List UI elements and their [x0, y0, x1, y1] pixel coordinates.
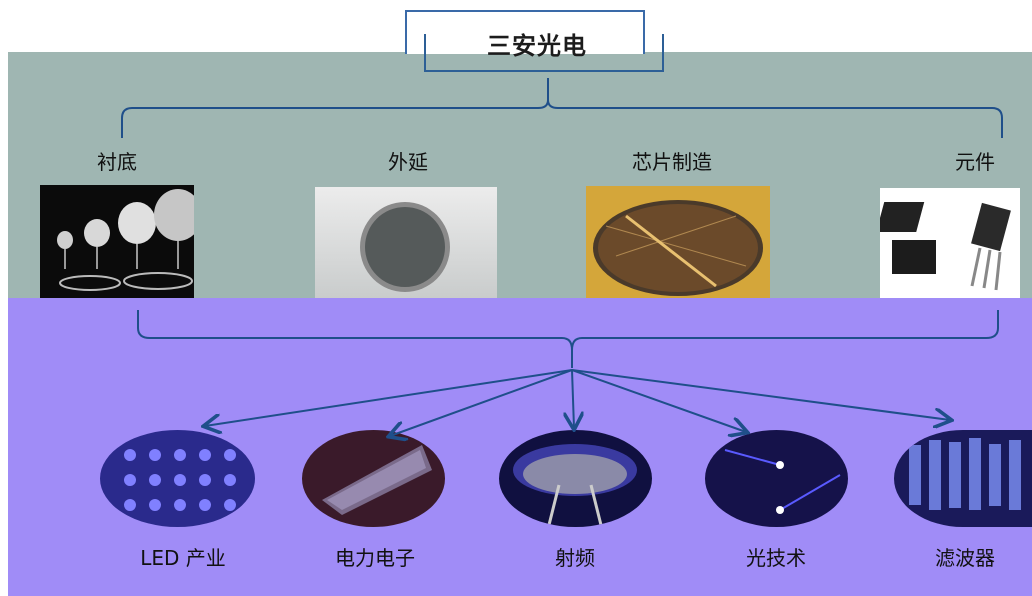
radio-telescope-photo: [499, 430, 652, 527]
app-label-led: LED 产业: [140, 546, 226, 570]
power-chip-photo: [302, 430, 445, 527]
brace-top-right: [547, 99, 1003, 138]
optical-fiber-photo: [705, 430, 848, 527]
stage-label-component: 元件: [955, 150, 995, 174]
led-array-photo: [100, 430, 255, 527]
brace-bottom-right: [571, 310, 999, 351]
stage-label-epitaxy: 外延: [388, 150, 428, 174]
wafer-sizes-photo: [40, 185, 194, 298]
brace-bottom-left: [137, 310, 573, 368]
stage-label-chip: 芯片制造: [632, 150, 712, 174]
app-label-power: 电力电子: [335, 546, 415, 570]
chip-wafer-photo: [586, 186, 770, 298]
title-frame-top: [405, 10, 645, 54]
arrow-to-led: [205, 369, 573, 426]
arrow-to-power: [390, 369, 573, 436]
brace-top-left: [121, 78, 549, 138]
diagram-title: 三安光电: [487, 32, 587, 60]
app-label-optics: 光技术: [746, 546, 806, 570]
arrow-to-rf: [572, 369, 574, 428]
filter-board-photo: [894, 430, 1032, 527]
arrow-to-filter: [571, 369, 950, 420]
stage-label-substrate: 衬底: [97, 150, 137, 174]
app-label-rf: 射频: [555, 546, 595, 570]
arrow-to-optics: [571, 369, 746, 432]
epitaxial-wafer-photo: [315, 187, 497, 298]
app-label-filter: 滤波器: [935, 546, 995, 570]
title-frame-bottom: [424, 34, 664, 72]
components-photo: [880, 188, 1020, 298]
